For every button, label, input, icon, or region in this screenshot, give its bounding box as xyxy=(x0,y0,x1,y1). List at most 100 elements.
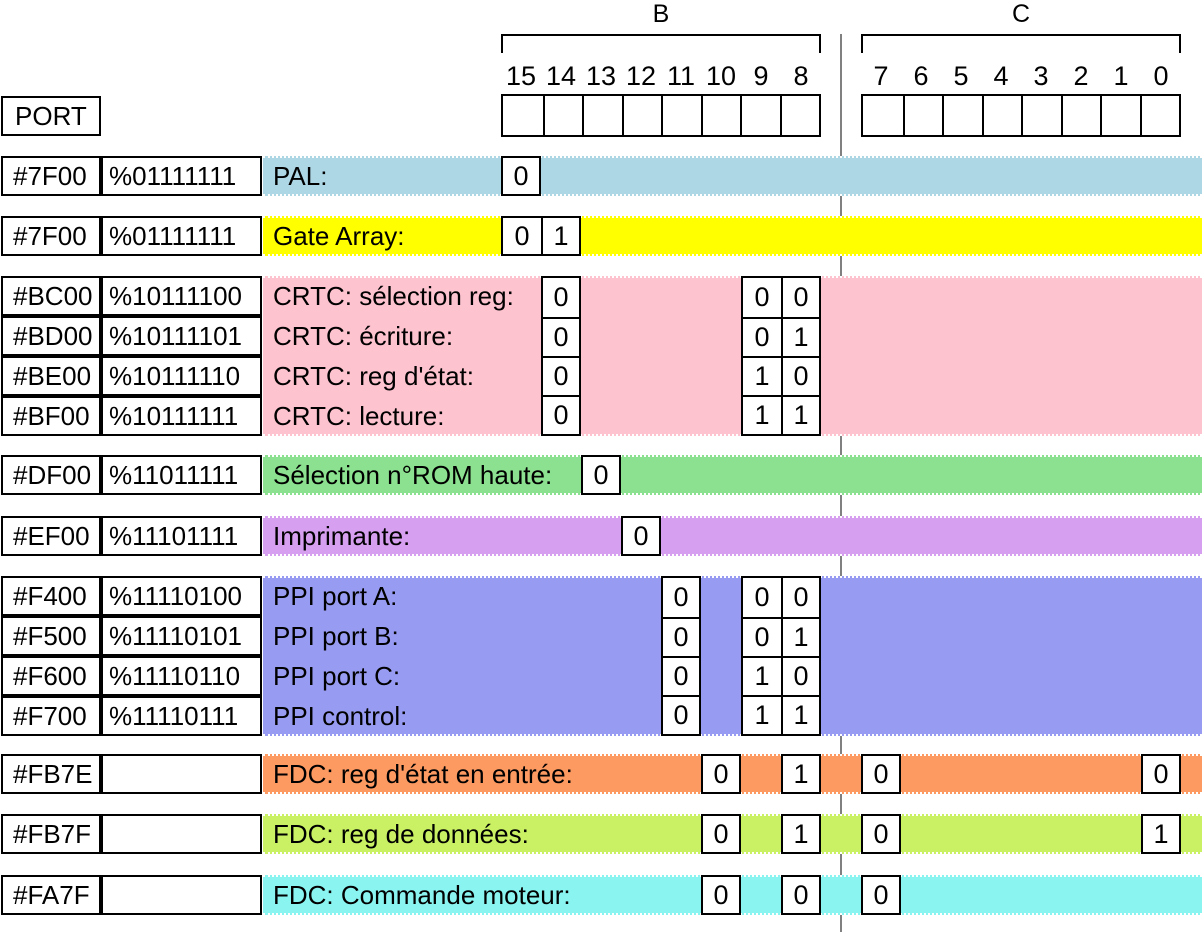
bit-line xyxy=(800,736,802,745)
bit-line xyxy=(560,436,562,930)
device-label: FDC: reg de données: xyxy=(273,819,529,849)
bit-line xyxy=(1160,854,1162,930)
bit-line xyxy=(800,137,802,260)
bit-cell-block: 0 xyxy=(861,814,901,854)
port-address: #BE00 xyxy=(1,356,101,396)
bit-line xyxy=(920,137,922,930)
bit-number: 11 xyxy=(666,61,696,91)
bit-cells-b xyxy=(501,94,821,137)
port-binary xyxy=(101,875,262,915)
bit-cell-empty xyxy=(740,96,780,135)
device-label: PAL: xyxy=(273,161,328,191)
bit-cell-block: 0 xyxy=(581,455,621,495)
bit-cell: 1 xyxy=(1153,818,1169,849)
bit-cell: 0 xyxy=(713,758,729,789)
bit-cell: 0 xyxy=(873,818,889,849)
device-label: PPI port B: xyxy=(273,621,399,651)
bit-cell-block: 0 xyxy=(501,156,541,196)
bit-line xyxy=(800,794,802,805)
bit-line xyxy=(880,794,882,805)
bit-cell: 0 xyxy=(513,160,529,191)
bit-line xyxy=(680,137,682,560)
bit-line xyxy=(760,137,762,260)
bit-cell-empty xyxy=(621,96,662,135)
bit-line xyxy=(1160,794,1162,805)
bit-line xyxy=(880,137,882,738)
bit-cell: 0 xyxy=(781,356,819,395)
device-band-gate-array xyxy=(263,216,1202,256)
bit-cell: 0 xyxy=(873,879,889,910)
bit-cell: 0 xyxy=(543,395,579,434)
bit-cell-empty xyxy=(1021,96,1061,135)
bit-cell-block: 0 xyxy=(1141,754,1181,794)
bit-cell-empty xyxy=(981,96,1022,135)
bit-line xyxy=(880,854,882,866)
device-label: PPI port A: xyxy=(273,581,398,611)
bit-cell-block: 0 xyxy=(701,875,741,915)
device-label: CRTC: lecture: xyxy=(273,401,445,431)
group-b-bracket xyxy=(501,34,821,53)
port-address: #F700 xyxy=(1,696,101,736)
bit-line xyxy=(1120,137,1122,930)
bit-line xyxy=(720,915,722,930)
bit-cell: 0 xyxy=(743,317,781,356)
bit-cell: 0 xyxy=(793,879,809,910)
bit-line xyxy=(720,854,722,866)
bit-cell: 1 xyxy=(781,617,819,656)
bit-line xyxy=(720,794,722,805)
bit-line xyxy=(1160,137,1162,738)
group-b-label: B xyxy=(652,0,670,28)
port-binary xyxy=(101,814,262,854)
bit-number: 6 xyxy=(913,61,929,91)
bit-line xyxy=(960,137,962,930)
port-address: #BC00 xyxy=(1,276,101,316)
bit-cell-block: 0 xyxy=(701,754,741,794)
port-binary: %11110101 xyxy=(101,616,262,656)
port-binary xyxy=(101,754,262,794)
device-label: CRTC: écriture: xyxy=(273,321,454,351)
bit-line xyxy=(520,196,522,207)
bit-cell-block: 0 xyxy=(781,875,821,915)
bit-line xyxy=(880,915,882,930)
bit-cell: 0 xyxy=(593,459,609,490)
device-label: PPI control: xyxy=(273,701,408,731)
bit-cell: 0 xyxy=(743,617,781,656)
device-label: Gate Array: xyxy=(273,221,405,251)
bit-cell: 0 xyxy=(713,818,729,849)
bit-cell: 0 xyxy=(663,617,699,656)
port-binary: %01111111 xyxy=(101,156,262,196)
port-address: #F500 xyxy=(1,616,101,656)
device-band-rom-haute xyxy=(263,455,1202,495)
device-label: FDC: reg d'état en entrée: xyxy=(273,759,573,789)
bit-line xyxy=(800,854,802,866)
bit-line xyxy=(560,137,562,200)
bit-cell-block: 1 xyxy=(781,814,821,854)
bit-number: 10 xyxy=(705,61,737,91)
bit-line xyxy=(560,256,562,276)
bit-line xyxy=(760,736,762,930)
bit-cell: 1 xyxy=(781,317,819,356)
bit-cell: 0 xyxy=(514,220,530,251)
port-address: #FB7E xyxy=(1,754,101,794)
bit-line xyxy=(1000,137,1002,930)
port-address: #FB7F xyxy=(1,814,101,854)
bit-cell-empty xyxy=(1139,96,1180,135)
bit-cells-c xyxy=(861,94,1181,137)
bit-cell: 1 xyxy=(743,356,781,395)
bit-cell: 0 xyxy=(663,656,699,695)
bit-cell-block: 1 xyxy=(781,754,821,794)
bit-cell-empty xyxy=(503,96,543,135)
bit-cell: 0 xyxy=(873,758,889,789)
bit-cell: 0 xyxy=(553,282,569,312)
bit-cell-block: 1 xyxy=(1141,814,1181,854)
bit-cell: 1 xyxy=(793,818,809,849)
port-binary: %11011111 xyxy=(101,455,262,495)
bit-line xyxy=(760,436,762,560)
port-binary: %11110100 xyxy=(101,576,262,616)
bit-line xyxy=(800,915,802,930)
bit-cell-empty xyxy=(779,96,820,135)
